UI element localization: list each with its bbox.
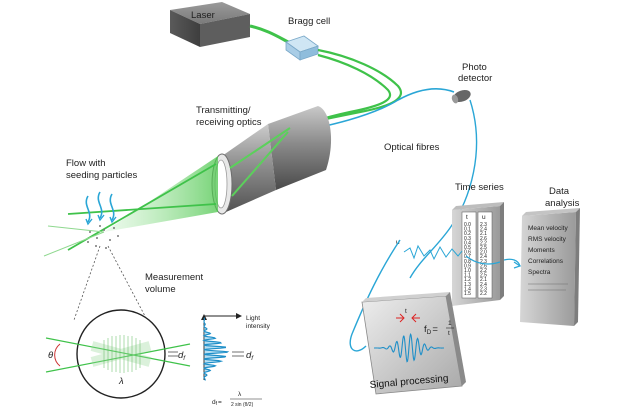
analysis-item: RMS velocity: [528, 236, 567, 243]
ts-header-t: t: [466, 214, 468, 221]
df-label-profile: df: [246, 350, 254, 362]
ts-cell: 2.4: [480, 282, 487, 288]
measurement-volume-zoom: θ λ df: [45, 309, 191, 399]
lambda-label: λ: [118, 376, 124, 387]
photo-detector-label-1: Photo: [462, 62, 487, 73]
bragg-cell: Bragg cell: [285, 16, 330, 61]
flow-label-1: Flow with: [66, 158, 106, 169]
ts-cell: 2.4: [480, 254, 487, 260]
ts-cell: 1.0: [464, 268, 471, 274]
formula-numerator: λ: [238, 391, 242, 398]
bragg-cell-label: Bragg cell: [288, 16, 330, 27]
velocity-trace: u: [349, 239, 522, 352]
ts-cell: 0.9: [464, 263, 471, 269]
time-series-label: Time series: [455, 182, 504, 193]
signal-processing-box: t fD= 1 t Signal processing: [361, 292, 466, 395]
data-analysis-label-2: analysis: [545, 198, 580, 209]
light-intensity-label-2: intensity: [246, 323, 271, 330]
laser-unit: Laser: [170, 2, 250, 47]
doppler-burst: [374, 332, 444, 363]
light-intensity-label-1: Light: [246, 315, 260, 322]
ts-cell: 2.3: [480, 286, 487, 292]
time-series-table: t u 0.0 2.3 0.1 2.4 0.2 2.1 0.3 2.6 0.4 2.2 0.5 2.5…: [452, 202, 504, 306]
period-label: t: [405, 308, 407, 315]
ts-cell: 2.1: [480, 277, 487, 283]
ts-cell: 0.6: [464, 250, 471, 256]
ts-cell: 2.5: [480, 245, 487, 251]
doppler-formula: fD=: [424, 324, 438, 336]
ts-cell: 1.3: [464, 282, 471, 288]
focused-beams: [43, 156, 218, 257]
ts-cell: 2.0: [480, 250, 487, 256]
ts-cell: 2.2: [480, 268, 487, 274]
zoom-lines: [73, 245, 147, 321]
light-intensity-profile: df Light intensity df= λ 2 sin (θ/2): [201, 313, 271, 408]
measurement-volume-label-2: volume: [145, 284, 176, 295]
ts-cell: 2.3: [480, 222, 487, 228]
laser-label: Laser: [191, 10, 215, 21]
ts-cell: 0.0: [464, 222, 471, 228]
flow-with-seeding-particles: Flow with seeding particles: [66, 158, 138, 249]
ts-cell: 1.1: [464, 273, 471, 279]
ts-cell: 1.5: [464, 291, 471, 297]
formula-denominator: 2 sin (θ/2): [231, 402, 254, 408]
ts-cell: 2.2: [480, 291, 487, 297]
analysis-item: Mean velocity: [528, 225, 568, 232]
formula-lhs: df=: [212, 399, 222, 407]
optics-label-2: receiving optics: [196, 117, 262, 128]
photo-detector-label-2: detector: [458, 73, 492, 84]
optics-label-1: Transmitting/: [196, 105, 251, 116]
analysis-item: Spectra: [528, 269, 551, 276]
ts-cell: 1.4: [464, 286, 471, 292]
ts-cell: 0.3: [464, 236, 471, 242]
df-label: df: [178, 350, 186, 362]
doppler-den: t: [448, 330, 450, 337]
ts-cell: 1.2: [464, 277, 471, 283]
analysis-item: Moments: [528, 247, 555, 254]
ts-cell: 0.5: [464, 245, 471, 251]
ts-cell: 0.1: [464, 227, 471, 233]
ts-cell: 2.4: [480, 227, 487, 233]
ts-cell: 0.8: [464, 259, 471, 265]
ts-cell: 2.6: [480, 263, 487, 269]
ts-cell: 0.4: [464, 240, 471, 246]
analysis-item: Correlations: [528, 258, 564, 265]
doppler-num: 1: [448, 320, 452, 327]
ts-cell: 2.3: [480, 259, 487, 265]
ts-cell: 2.1: [480, 231, 487, 237]
theta-label: θ: [48, 350, 54, 361]
intensity-curve: [202, 317, 230, 381]
photo-detector: Photo detector: [451, 62, 492, 104]
optical-fibres-label: Optical fibres: [384, 142, 440, 153]
ts-header-u: u: [482, 214, 486, 221]
data-analysis-label-1: Data: [549, 186, 570, 197]
flow-label-2: seeding particles: [66, 170, 138, 181]
ts-cell: 2.6: [480, 236, 487, 242]
ts-cell: 0.2: [464, 231, 471, 237]
measurement-volume-label-1: Measurement: [145, 272, 203, 283]
ts-cell: 2.5: [480, 273, 487, 279]
ts-cell: 2.2: [480, 240, 487, 246]
